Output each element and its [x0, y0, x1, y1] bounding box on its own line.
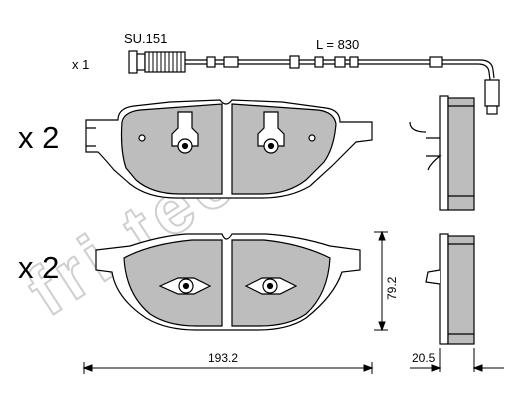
sensor-cable — [185, 59, 495, 79]
sensor-head — [484, 79, 500, 107]
dimension-lines — [82, 230, 504, 374]
dimension-height: 79.2 — [385, 276, 399, 300]
sensor-quantity: x 1 — [72, 57, 89, 72]
sensor-plug-body — [136, 53, 146, 71]
bottom-pad — [95, 233, 361, 331]
bottom-pad-side-view — [425, 233, 475, 345]
sensor-plug — [128, 50, 138, 74]
top-pad-friction-right — [231, 103, 337, 195]
top-pad — [85, 99, 373, 199]
dimension-width: 193.2 — [208, 351, 238, 365]
bottom-pad-clip-right — [244, 277, 298, 295]
sensor-part-number: SU.151 — [124, 31, 167, 46]
top-pad-friction-left — [120, 103, 223, 195]
bottom-pad-clip-left — [158, 277, 212, 295]
top-pad-clip-left — [171, 111, 199, 154]
top-pad-side-view — [409, 95, 475, 211]
wear-sensor — [128, 50, 500, 115]
top-pad-quantity: x 2 — [18, 120, 59, 155]
top-pad-clip-right — [257, 111, 285, 154]
dimension-thickness: 20.5 — [412, 351, 436, 365]
bottom-pad-quantity: x 2 — [18, 250, 59, 285]
sensor-length: L = 830 — [316, 37, 359, 52]
